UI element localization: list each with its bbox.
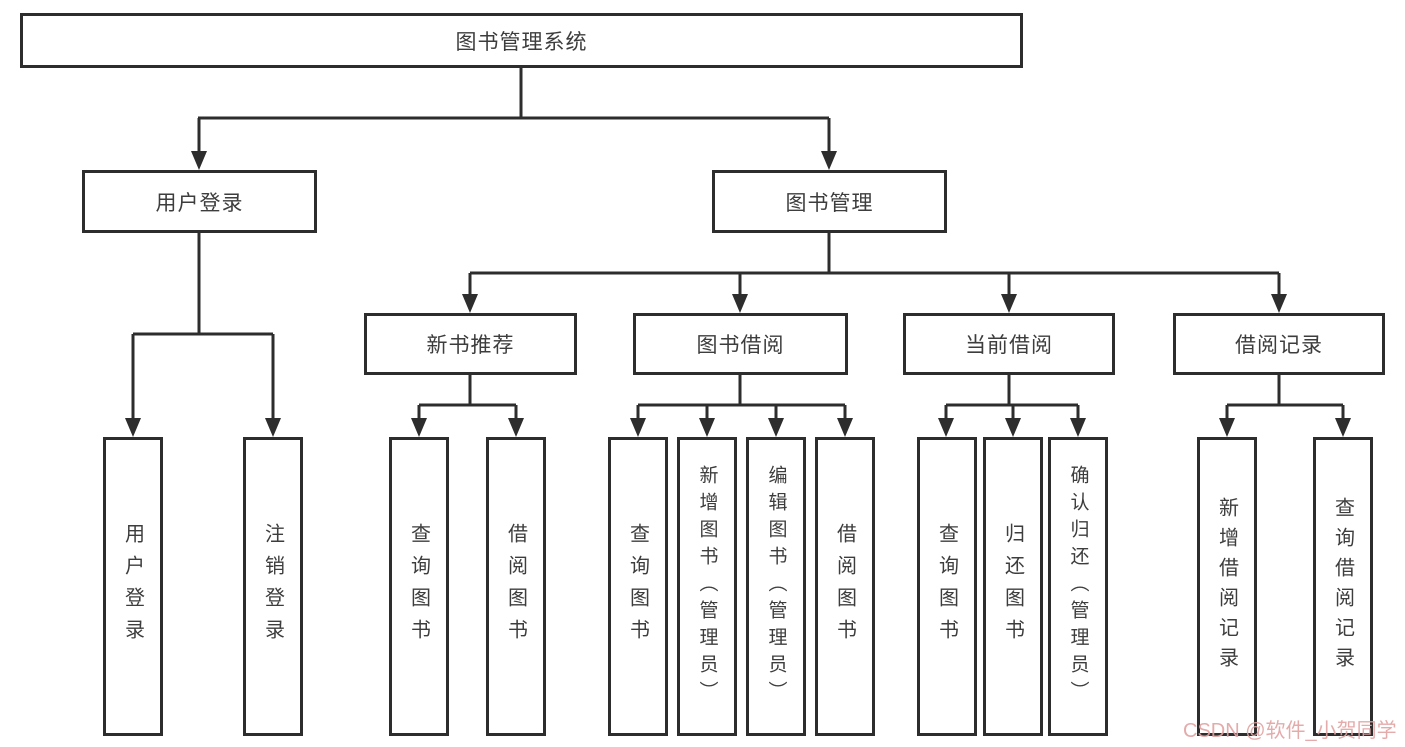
arrow-down-icon <box>1070 418 1086 437</box>
node-label: 用户登录 <box>155 191 244 215</box>
node-label: 借阅图书 <box>833 522 856 651</box>
arrow-down-icon <box>508 418 524 437</box>
node-label: 新书推荐 <box>426 334 515 357</box>
connector-recommend-to-leaves <box>417 375 518 422</box>
node-current-borrow: 当前借阅 <box>903 313 1115 375</box>
arrowheads <box>125 151 1351 437</box>
leaf-user-login: 用户登录 <box>103 437 163 736</box>
node-label: 图书管理 <box>785 191 874 215</box>
arrow-down-icon <box>732 294 748 313</box>
node-label: 编辑图书（管理员） <box>765 465 787 708</box>
csdn-watermark: CSDN @软件_小贺同学 <box>1183 720 1397 742</box>
leaf-current-query-books: 查询图书 <box>917 437 977 736</box>
node-label: 图书借阅 <box>696 334 785 357</box>
arrow-down-icon <box>1271 294 1287 313</box>
leaf-current-confirm-return-admin: 确认归还（管理员） <box>1048 437 1108 736</box>
arrow-down-icon <box>411 418 427 437</box>
node-label: 确认归还（管理员） <box>1067 465 1089 708</box>
node-label: 新增借阅记录 <box>1215 496 1238 677</box>
arrow-down-icon <box>1335 418 1351 437</box>
node-user-login: 用户登录 <box>82 170 317 233</box>
arrow-down-icon <box>462 294 478 313</box>
node-label: 查询图书 <box>626 522 649 651</box>
arrow-down-icon <box>837 418 853 437</box>
arrow-down-icon <box>1219 418 1235 437</box>
connector-userlogin-to-leaves <box>131 233 275 422</box>
leaf-recommend-borrow-books: 借阅图书 <box>486 437 546 736</box>
node-label: 查询借阅记录 <box>1331 496 1354 677</box>
connector-root-to-level2 <box>197 68 831 155</box>
arrow-down-icon <box>821 151 837 170</box>
node-label: 新增图书（管理员） <box>696 465 718 708</box>
leaf-current-return-books: 归还图书 <box>983 437 1043 736</box>
node-label: 用户登录 <box>121 522 144 651</box>
node-book-management: 图书管理 <box>712 170 947 233</box>
arrow-down-icon <box>191 151 207 170</box>
arrow-down-icon <box>1005 418 1021 437</box>
node-library-system: 图书管理系统 <box>20 13 1023 68</box>
connector-current-to-leaves <box>944 375 1080 422</box>
arrow-down-icon <box>265 418 281 437</box>
connector-records-to-leaves <box>1225 375 1345 422</box>
node-new-book-recommend: 新书推荐 <box>364 313 577 375</box>
node-label: 查询图书 <box>407 522 430 651</box>
arrow-down-icon <box>938 418 954 437</box>
connector-borrow-to-leaves <box>636 375 847 422</box>
node-label: 图书管理系统 <box>455 30 588 54</box>
node-label: 注销登录 <box>261 522 284 651</box>
node-label: 归还图书 <box>1001 522 1024 651</box>
arrow-down-icon <box>1001 294 1017 313</box>
node-book-borrow: 图书借阅 <box>633 313 848 375</box>
arrow-down-icon <box>768 418 784 437</box>
leaf-borrow-edit-books-admin: 编辑图书（管理员） <box>746 437 806 736</box>
leaf-records-query-record: 查询借阅记录 <box>1313 437 1373 736</box>
node-borrow-records: 借阅记录 <box>1173 313 1385 375</box>
leaf-recommend-query-books: 查询图书 <box>389 437 449 736</box>
arrow-down-icon <box>699 418 715 437</box>
leaf-borrow-borrow-books: 借阅图书 <box>815 437 875 736</box>
leaf-logout: 注销登录 <box>243 437 303 736</box>
node-label: 借阅记录 <box>1235 334 1323 357</box>
arrow-down-icon <box>125 418 141 437</box>
connector-bookmgmt-to-level3 <box>468 233 1281 298</box>
node-label: 当前借阅 <box>965 334 1053 357</box>
leaf-borrow-query-books: 查询图书 <box>608 437 668 736</box>
leaf-records-add-record: 新增借阅记录 <box>1197 437 1257 736</box>
leaf-borrow-add-books-admin: 新增图书（管理员） <box>677 437 737 736</box>
arrow-down-icon <box>630 418 646 437</box>
node-label: 查询图书 <box>935 522 958 651</box>
node-label: 借阅图书 <box>504 522 527 651</box>
